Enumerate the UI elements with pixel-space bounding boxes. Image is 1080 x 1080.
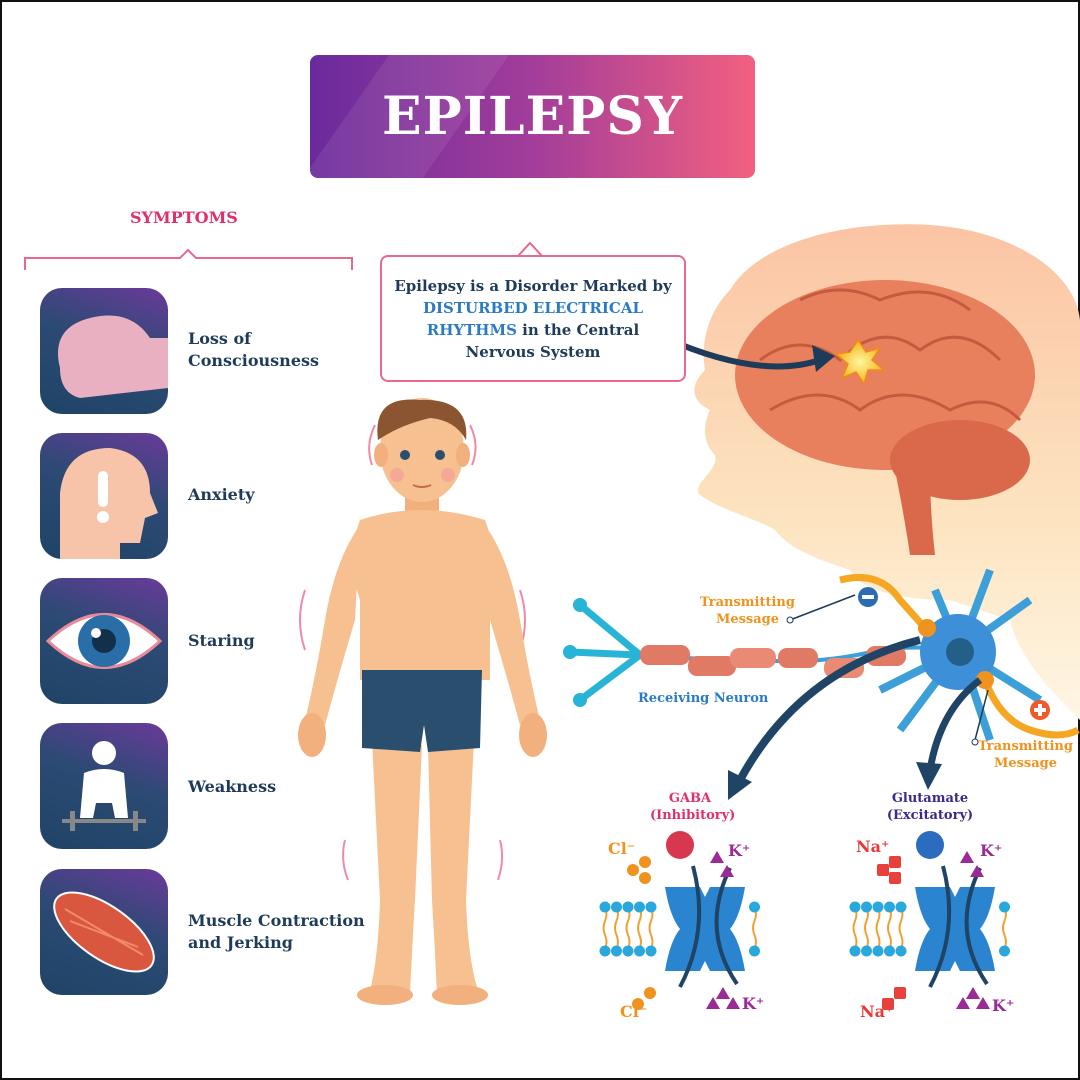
gaba-k-bottom-label: K⁺ bbox=[742, 994, 765, 1013]
gaba-ion-top-label: Cl⁻ bbox=[608, 839, 636, 858]
symptoms-heading: SYMPTOMS bbox=[130, 208, 238, 227]
boy-illustration bbox=[298, 398, 547, 1005]
symptom-card-muscle-contraction bbox=[40, 869, 168, 995]
unconscious-head-icon bbox=[58, 315, 168, 398]
symptom-card-anxiety bbox=[40, 433, 168, 559]
gaba-arrow bbox=[728, 770, 752, 800]
symptom-card-staring bbox=[40, 578, 168, 704]
seizure-spark-icon bbox=[834, 338, 887, 386]
definition-box: Epilepsy is a Disorder Marked by DISTURB… bbox=[380, 255, 686, 382]
gaba-ion-bottom-label: Cl⁻ bbox=[620, 1002, 648, 1021]
brain-illustration bbox=[735, 280, 1035, 555]
glutamate-k-top-label: K⁺ bbox=[980, 841, 1003, 860]
glutamate-label: Glutamate(Excitatory) bbox=[886, 791, 974, 823]
definition-highlight: DISTURBED ELECTRICAL bbox=[422, 298, 644, 317]
weak-person-icon bbox=[62, 741, 146, 831]
info-box-pointer bbox=[517, 241, 543, 257]
pointer-arrow bbox=[663, 335, 821, 370]
glutamate-arrow bbox=[916, 762, 942, 790]
symptoms-bracket bbox=[24, 248, 353, 270]
definition-text: Epilepsy is a Disorder Marked by bbox=[394, 276, 672, 295]
symptom-label: Anxiety bbox=[188, 485, 255, 504]
glutamate-ion-bottom-label: Na⁺ bbox=[860, 1002, 894, 1021]
receiving-neuron-label: Receiving Neuron bbox=[638, 691, 769, 706]
eye-icon bbox=[45, 613, 163, 669]
symptom-label: Weakness bbox=[188, 777, 277, 796]
glutamate-ion-top-label: Na⁺ bbox=[856, 837, 890, 856]
muscle-icon bbox=[53, 891, 155, 973]
definition-text: Nervous System bbox=[465, 342, 601, 361]
page-title: EPILEPSY bbox=[381, 86, 684, 147]
gaba-k-top-label: K⁺ bbox=[728, 841, 751, 860]
symptom-label: Staring bbox=[188, 631, 255, 650]
gaba-label: GABA(Inhibitory) bbox=[650, 791, 736, 823]
symptom-card-weakness bbox=[40, 723, 168, 849]
glutamate-k-bottom-label: K⁺ bbox=[992, 996, 1015, 1015]
title-banner: EPILEPSY bbox=[310, 55, 755, 178]
definition-text: in the Central bbox=[516, 320, 640, 339]
definition-highlight: RHYTHMS bbox=[426, 320, 517, 339]
anxiety-head-icon bbox=[60, 448, 158, 559]
symptom-card-loss-of-consciousness bbox=[40, 288, 168, 414]
